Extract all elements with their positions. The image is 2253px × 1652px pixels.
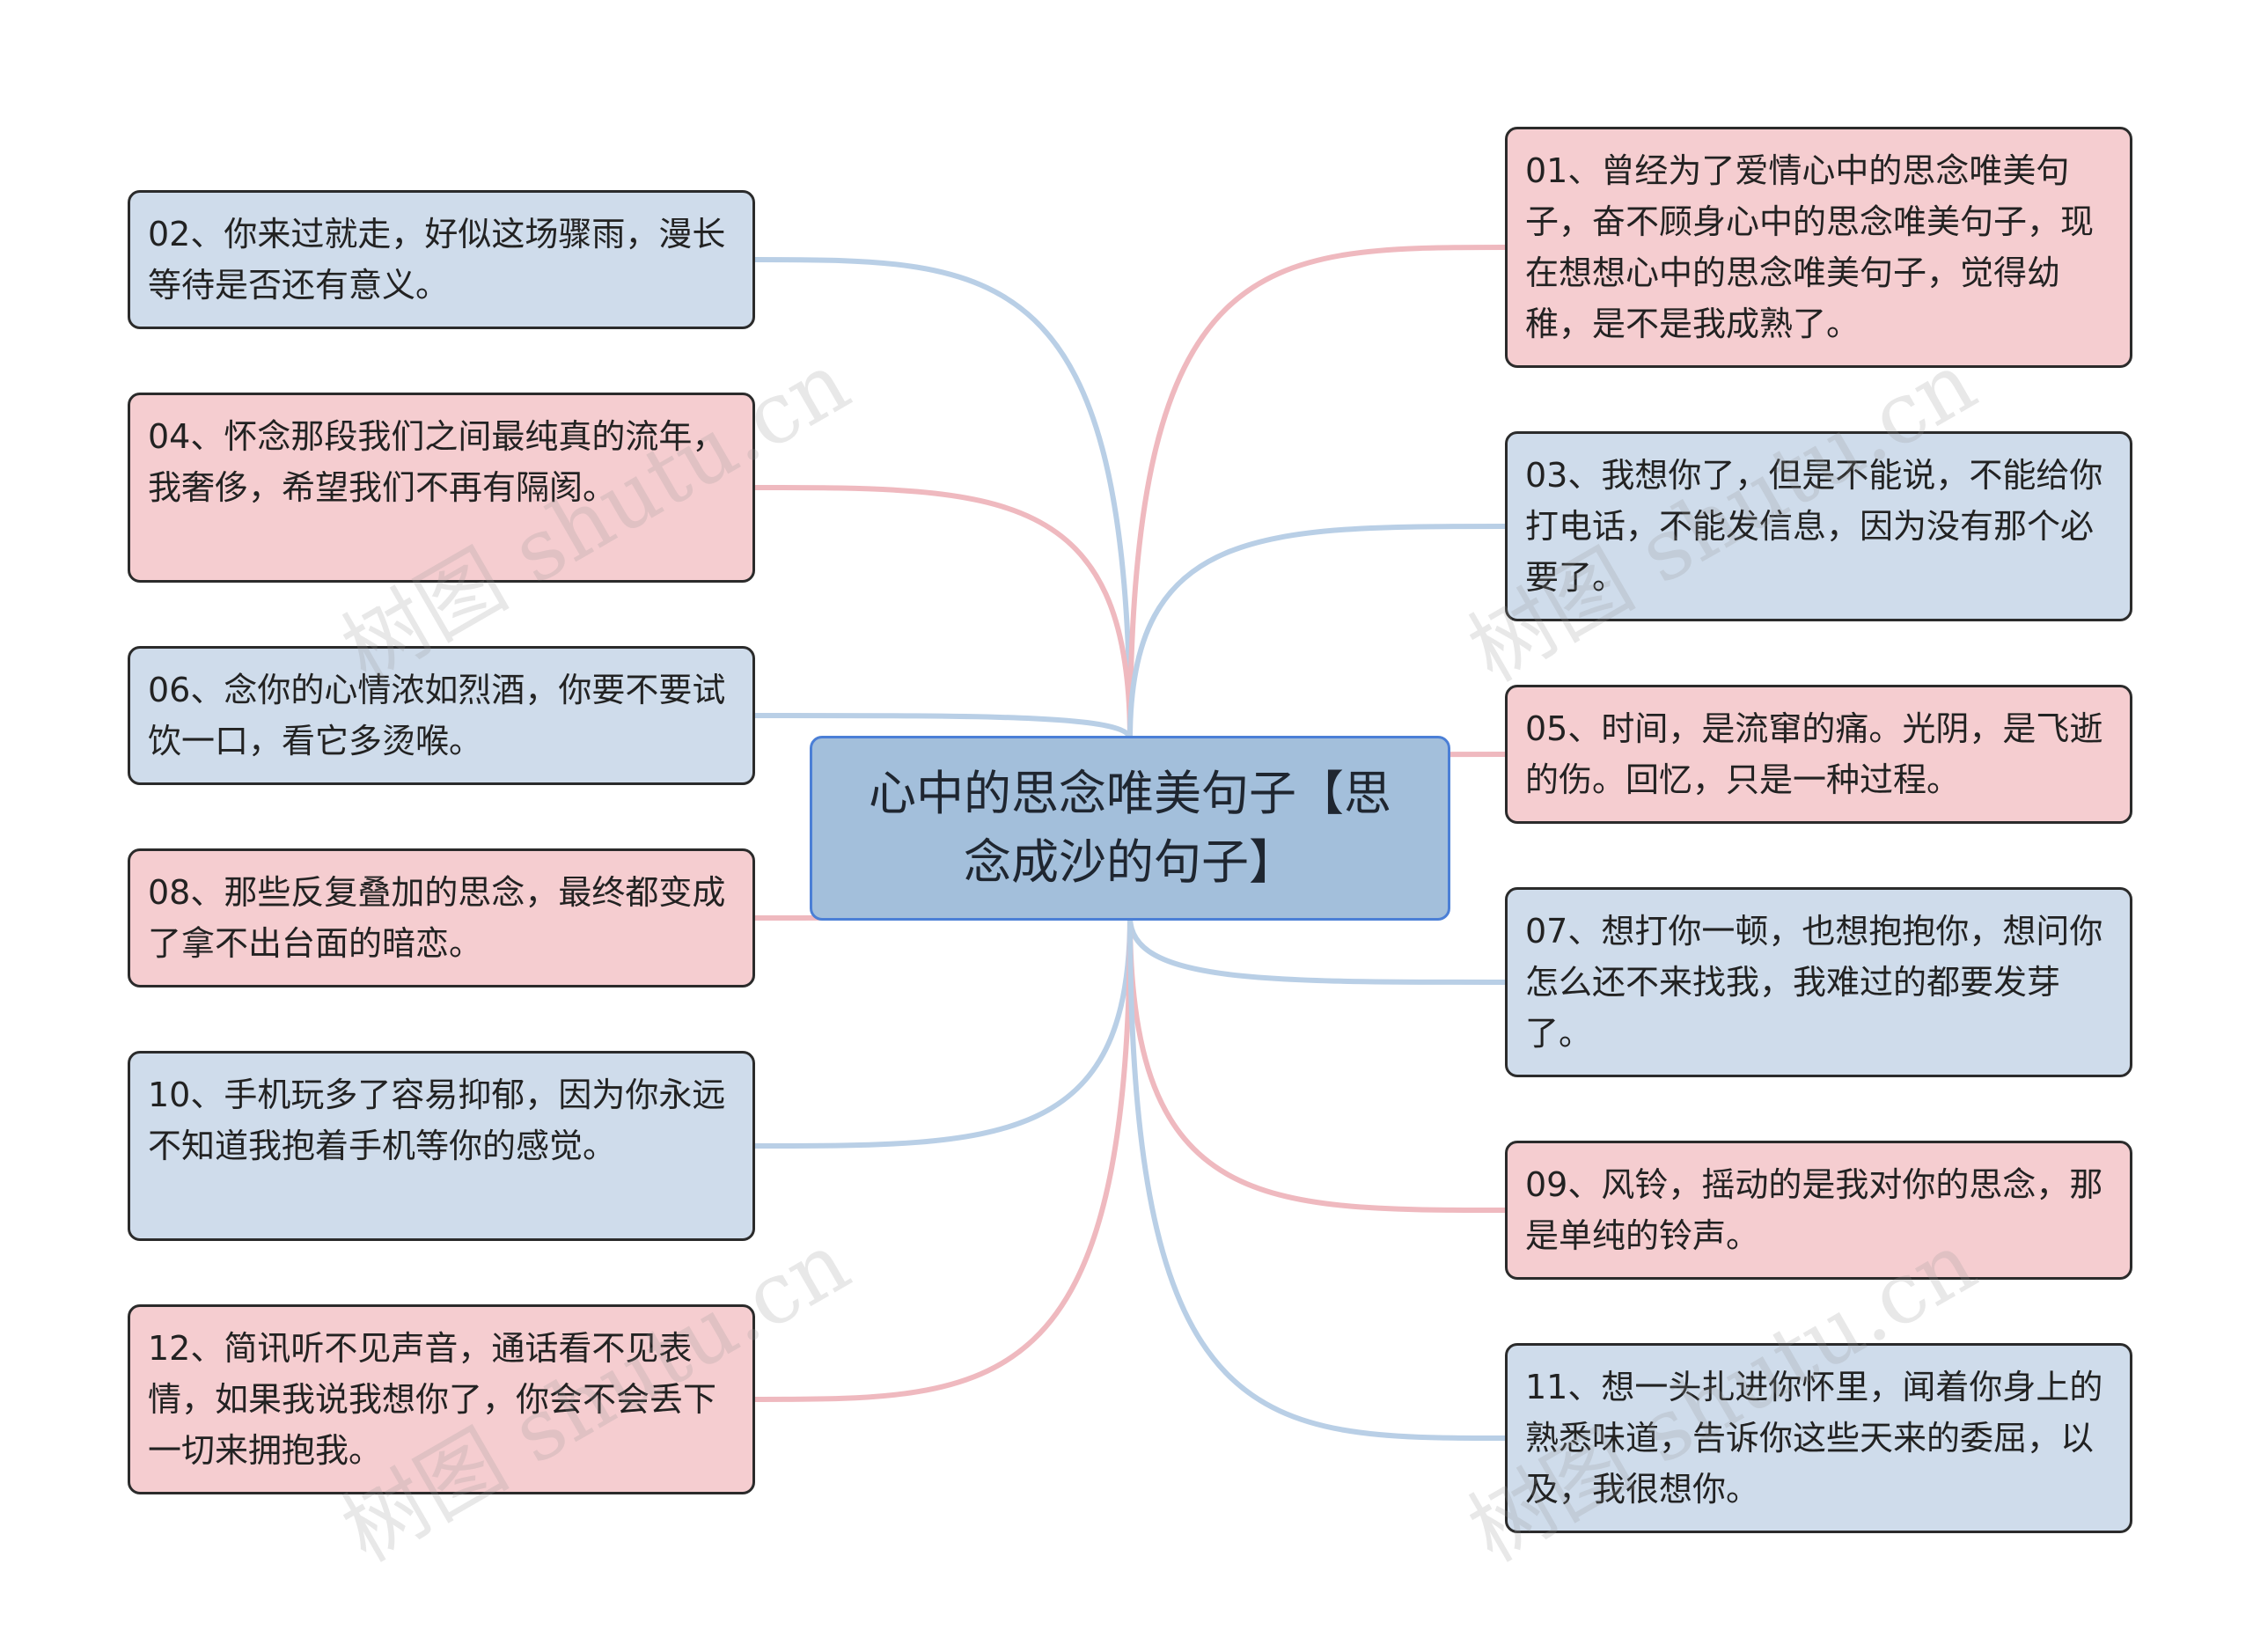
branch-node-03-text: 03、我想你了，但是不能说，不能给你打电话，不能发信息，因为没有那个必要了。 [1525, 456, 2103, 597]
branch-node-04-text: 04、怀念那段我们之间最纯真的流年，我奢侈，希望我们不再有隔阂。 [148, 417, 726, 507]
connector-left-1 [752, 485, 1133, 742]
branch-node-04[interactable]: 04、怀念那段我们之间最纯真的流年，我奢侈，希望我们不再有隔阂。 [128, 393, 755, 583]
branch-node-02-text: 02、你来过就走，好似这场骤雨，漫长等待是否还有意义。 [148, 215, 726, 305]
branch-node-08[interactable]: 08、那些反复叠加的思念，最终都变成了拿不出台面的暗恋。 [128, 848, 755, 988]
branch-node-12[interactable]: 12、简讯听不见声音，通话看不见表情，如果我说我想你了，你会不会丢下一切来拥抱我… [128, 1304, 755, 1494]
branch-node-06-text: 06、念你的心情浓如烈酒，你要不要试饮一口，看它多烫喉。 [148, 671, 726, 760]
branch-node-09[interactable]: 09、风铃，摇动的是我对你的思念，那是单纯的铃声。 [1505, 1141, 2132, 1280]
branch-node-12-text: 12、简讯听不见声音，通话看不见表情，如果我说我想你了，你会不会丢下一切来拥抱我… [148, 1329, 717, 1470]
branch-node-02[interactable]: 02、你来过就走，好似这场骤雨，漫长等待是否还有意义。 [128, 190, 755, 329]
branch-node-07-text: 07、想打你一顿，也想抱抱你，想问你怎么还不来找我，我难过的都要发芽了。 [1525, 912, 2103, 1053]
central-topic-label: 心中的思念唯美句子【思念成沙的句子】 [869, 766, 1391, 890]
branch-node-07[interactable]: 07、想打你一顿，也想抱抱你，想问你怎么还不来找我，我难过的都要发芽了。 [1505, 887, 2132, 1077]
branch-node-05-text: 05、时间，是流窜的痛。光阴，是飞逝的伤。回忆，只是一种过程。 [1525, 709, 2103, 799]
connector-left-5 [752, 914, 1133, 1402]
central-topic[interactable]: 心中的思念唯美句子【思念成沙的句子】 [810, 736, 1450, 921]
branch-node-01[interactable]: 01、曾经为了爱情心中的思念唯美句子，奋不顾身心中的思念唯美句子，现在想想心中的… [1505, 127, 2132, 368]
branch-node-06[interactable]: 06、念你的心情浓如烈酒，你要不要试饮一口，看它多烫喉。 [128, 646, 755, 785]
branch-node-05[interactable]: 05、时间，是流窜的痛。光阴，是飞逝的伤。回忆，只是一种过程。 [1505, 685, 2132, 824]
connector-right-5 [1127, 914, 1508, 1441]
connector-left-2 [752, 713, 1133, 742]
connector-right-0 [1127, 245, 1508, 742]
branch-node-08-text: 08、那些反复叠加的思念，最终都变成了拿不出台面的暗恋。 [148, 873, 726, 963]
connector-right-1 [1127, 524, 1508, 742]
connector-left-4 [752, 914, 1133, 1149]
branch-node-03[interactable]: 03、我想你了，但是不能说，不能给你打电话，不能发信息，因为没有那个必要了。 [1505, 431, 2132, 621]
branch-node-10-text: 10、手机玩多了容易抑郁，因为你永远不知道我抱着手机等你的感觉。 [148, 1076, 726, 1165]
connector-right-4 [1127, 914, 1508, 1213]
connector-left-0 [752, 257, 1133, 742]
branch-node-01-text: 01、曾经为了爱情心中的思念唯美句子，奋不顾身心中的思念唯美句子，现在想想心中的… [1525, 151, 2095, 343]
branch-node-10[interactable]: 10、手机玩多了容易抑郁，因为你永远不知道我抱着手机等你的感觉。 [128, 1051, 755, 1241]
branch-node-11-text: 11、想一头扎进你怀里，闻着你身上的熟悉味道，告诉你这些天来的委屈，以及，我很想… [1525, 1368, 2103, 1509]
branch-node-11[interactable]: 11、想一头扎进你怀里，闻着你身上的熟悉味道，告诉你这些天来的委屈，以及，我很想… [1505, 1343, 2132, 1533]
branch-node-09-text: 09、风铃，摇动的是我对你的思念，那是单纯的铃声。 [1525, 1165, 2103, 1255]
connector-right-3 [1127, 914, 1508, 985]
